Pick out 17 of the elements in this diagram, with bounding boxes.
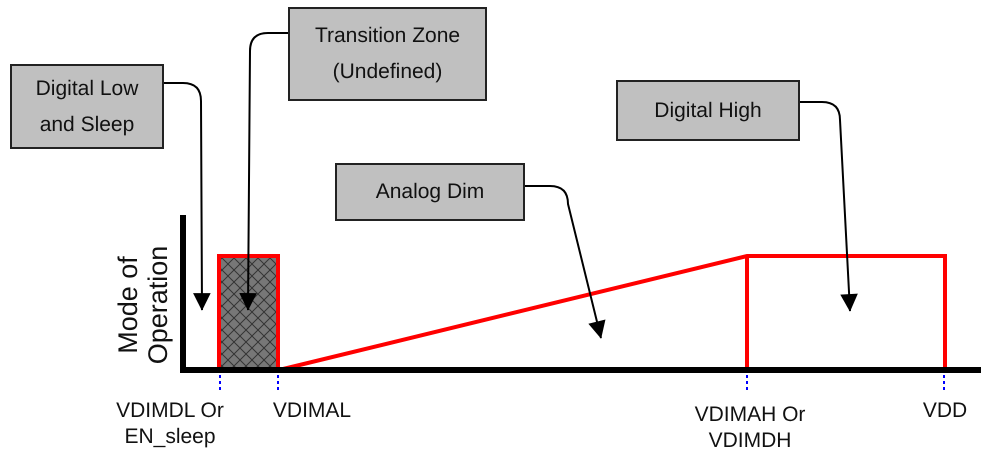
threshold-label: VDIMAL xyxy=(272,398,352,424)
callout-box xyxy=(288,7,487,101)
callout-box xyxy=(335,163,525,221)
callout-text: Digital Low and Sleep xyxy=(34,76,140,138)
callout-text: Transition Zone (Undefined) xyxy=(314,23,462,85)
leader-arrow xyxy=(239,32,288,311)
callout-text: Analog Dim xyxy=(376,179,484,205)
threshold-label: VDIMAH Or VDIMDH xyxy=(694,402,806,454)
callout-box xyxy=(10,64,164,149)
callout-box xyxy=(616,80,800,141)
leader-arrow xyxy=(164,82,211,311)
leader-arrow xyxy=(800,101,858,312)
leader-arrow xyxy=(525,185,606,339)
axis-label: Mode of Operation xyxy=(113,244,173,366)
threshold-label: VDIMDL Or EN_sleep xyxy=(115,398,225,450)
callout-text: Digital High xyxy=(654,98,762,124)
threshold-label: VDD xyxy=(922,398,968,424)
